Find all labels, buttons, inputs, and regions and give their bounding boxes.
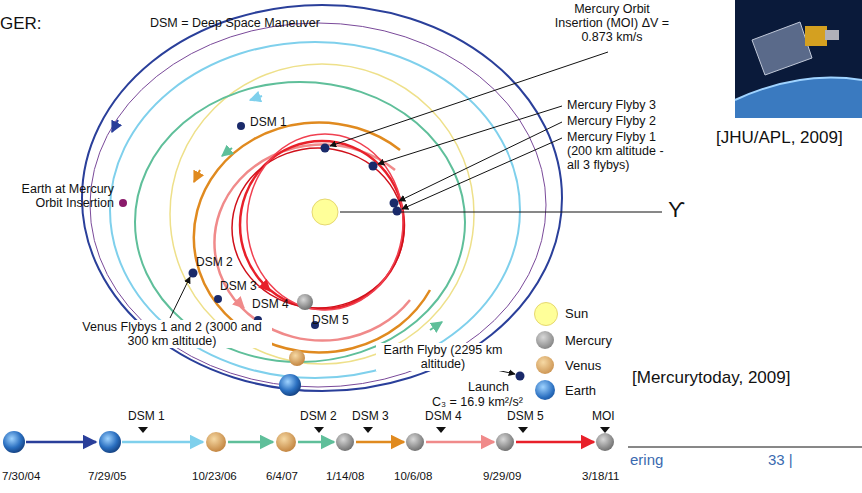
- timeline-label: DSM 5: [507, 410, 544, 423]
- timeline-date: 6/4/07: [266, 470, 298, 483]
- timeline-date: 7/30/04: [2, 470, 40, 483]
- maneuver-label: DSM 3: [220, 280, 257, 293]
- timeline-date: 10/23/06: [192, 470, 237, 483]
- maneuver-label: DSM 5: [312, 314, 349, 327]
- callout-text: Mercury Orbit Insertion (MOI) ΔV = 0.873…: [552, 2, 672, 44]
- legend-text: Sun: [565, 306, 588, 321]
- citation: [JHU/APL, 2009]: [716, 128, 843, 147]
- timeline-date: 3/18/11: [582, 470, 620, 483]
- callout-text: Mercury Flyby 2: [565, 114, 658, 128]
- legend-swatch: [534, 302, 558, 326]
- callout-text: Launch: [468, 380, 509, 394]
- timeline-date: 9/29/09: [483, 470, 521, 483]
- timeline-label: DSM 2: [300, 410, 337, 423]
- callout-text: Venus Flybys 1 and 2 (3000 and 300 km al…: [72, 320, 272, 348]
- equinox-symbol: ϒ: [666, 198, 687, 223]
- callout-text: C₃ = 16.9 km²/s²: [432, 395, 523, 409]
- maneuver-label: DSM 1: [250, 116, 287, 129]
- maneuver-label: DSM 2: [196, 256, 233, 269]
- callout-text: Mercury Flyby 1 (200 km altitude - all 3…: [565, 130, 677, 172]
- citation: [Mercurytoday, 2009]: [632, 368, 790, 387]
- heading-fragment: GER:: [0, 14, 42, 33]
- callout-text: Mercury Flyby 3: [565, 98, 658, 112]
- timeline-label: DSM 3: [352, 410, 389, 423]
- timeline-label: DSM 4: [425, 410, 462, 423]
- timeline-date: 7/29/05: [88, 470, 126, 483]
- page-number: 33 |: [768, 452, 793, 469]
- legend-swatch: [535, 380, 555, 400]
- legend-swatch: [536, 331, 554, 349]
- timeline-date: 1/14/08: [326, 470, 364, 483]
- legend-text: Mercury: [565, 333, 612, 348]
- legend-swatch: [536, 356, 554, 374]
- abbreviation-note: DSM = Deep Space Maneuver: [150, 16, 320, 30]
- timeline-label: MOI: [592, 410, 615, 423]
- callout-text: Earth at Mercury Orbit Insertion: [2, 182, 114, 210]
- callout-text: Earth Flyby (2295 km altitude): [376, 343, 510, 371]
- timeline-date: 10/6/08: [394, 470, 432, 483]
- maneuver-label: DSM 4: [252, 298, 289, 311]
- legend-text: Earth: [565, 383, 596, 398]
- footer-text: ering: [630, 452, 663, 469]
- legend-text: Venus: [565, 358, 601, 373]
- timeline-label: DSM 1: [128, 410, 165, 423]
